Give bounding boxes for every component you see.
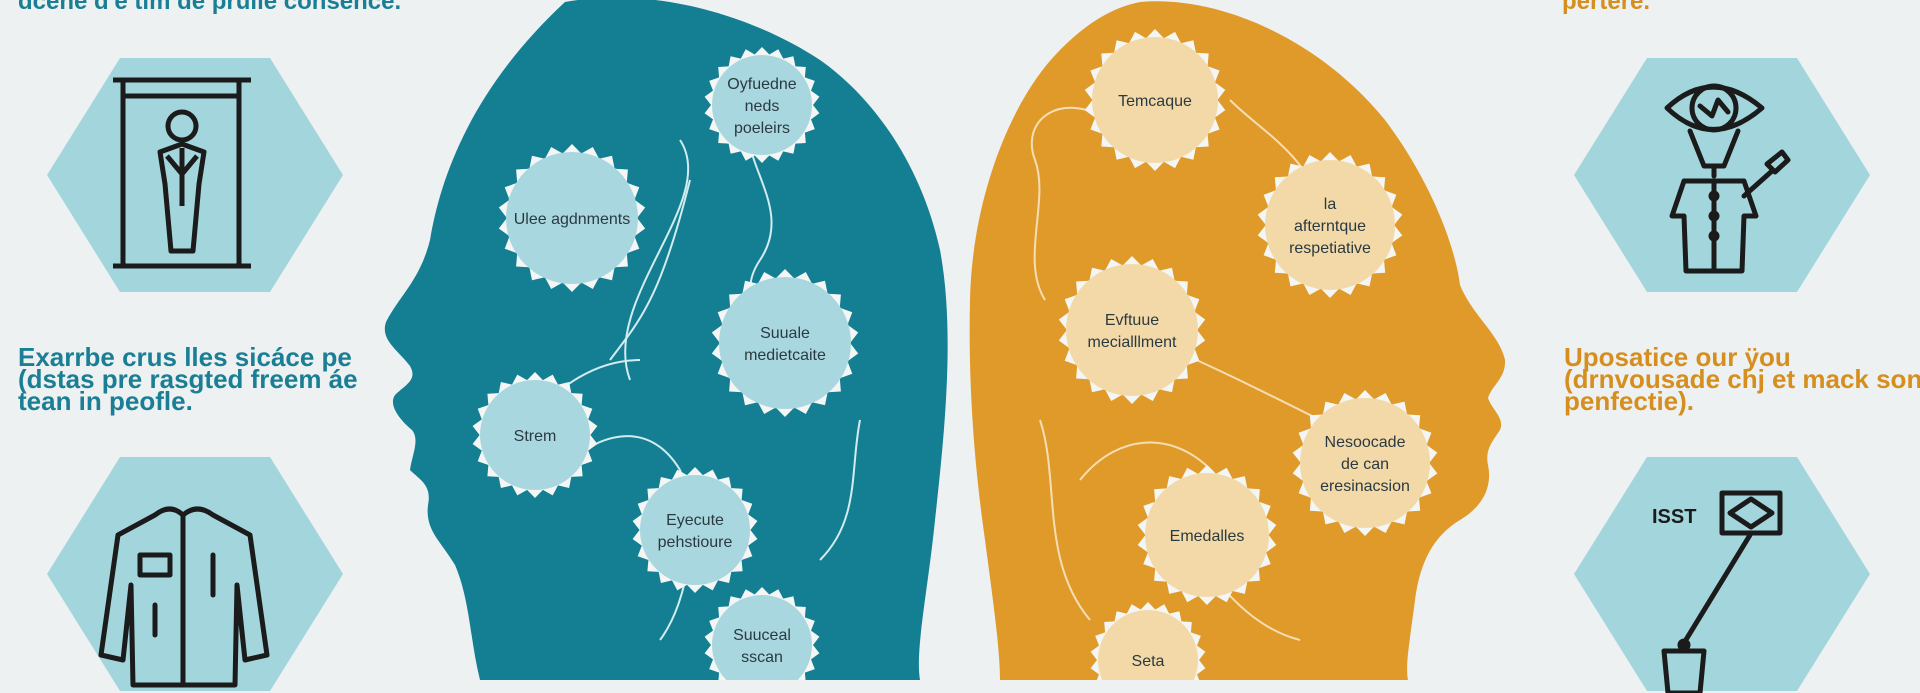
gear-label-line: pehstioure [658,534,733,551]
gear-label-line: medietcaite [744,347,826,364]
isst-sign-label: ISST [1652,506,1696,528]
gear-label-line: respetiative [1289,240,1371,257]
gear-face [719,277,851,409]
doorway-person-icon [113,77,251,269]
isst-sign-icon [1661,490,1783,693]
gear-face [1066,264,1198,396]
gear-face [640,475,750,585]
gear-face [712,55,812,155]
gear-label-line: Oyfuedne [727,76,796,93]
gear-label-line: Eyecute [666,512,724,529]
gear-label-line: mecialllment [1088,334,1177,351]
left-bottom-hexagon [45,455,345,693]
right-note-line: Uposatice our ÿou [1564,342,1791,372]
left-note-line: tean in peofle. [18,386,193,416]
gear-label-line: Strem [514,428,557,445]
gear-label-line: de can [1341,456,1389,473]
gear-face [480,380,590,490]
gear-label-line: Ulee agdnments [514,211,631,228]
eye-figure-icon [1664,83,1791,274]
right-top-caption: pertere. [1562,0,1651,15]
left-gear-6: Suuceal sscan [704,587,820,680]
gear-label-line: Suuale [760,325,810,342]
gear-label-line: Suuceal [733,627,791,644]
gear-face [1098,610,1198,680]
gear-face [1092,37,1218,163]
gear-label-line: neds [745,98,780,115]
gear-label-line: afterntque [1294,218,1366,235]
gear-label-line: Evftuue [1105,312,1159,329]
gear-label-line: poeleirs [734,120,790,137]
gear-label-line: la [1324,196,1337,213]
gear-label-line: Nesoocade [1325,434,1406,451]
right-top-hexagon [1572,56,1872,294]
right-gear-6: Seta [1090,602,1206,680]
left-top-hexagon [45,56,345,294]
right-note: Uposatice our ÿou (drnvousade chj et mac… [1564,342,1920,416]
left-gear-1: Oyfuedne neds poeleirs [704,47,820,163]
gear-face [1300,398,1430,528]
gear-label-line: Seta [1132,653,1165,670]
gear-face [712,595,812,680]
left-gear-3: Suuale medietcaite [711,269,859,417]
left-note-line: (dstas pre rasgted freem áe [18,364,358,394]
right-note-line: (drnvousade chj et mack son [1564,364,1920,394]
gear-label-line: sscan [741,649,783,666]
right-gear-1: Temcaque [1084,29,1226,171]
left-note: Exarrbe crus lles sicáce pe (dstas pre r… [18,342,358,416]
right-gear-4: Nesoocade de can eresinacsion [1292,390,1438,536]
right-bottom-hexagon: ISST [1572,455,1872,693]
left-gear-5: Eyecute pehstioure [632,467,758,593]
right-note-line: penfectie). [1564,386,1695,416]
gear-face [1145,473,1269,597]
gear-face [1265,160,1395,290]
gear-label-line: eresinacsion [1320,478,1410,495]
right-gear-3: Evftuue mecialllment [1058,256,1206,404]
right-gear-5: Emedalles [1137,465,1277,605]
gear-face [506,152,638,284]
left-note-line: Exarrbe crus lles sicáce pe [18,342,352,372]
left-gear-2: Ulee agdnments [498,144,646,292]
left-top-caption: dcene d'e tim de prulle consence. [18,0,402,15]
left-gear-4: Strem [472,372,598,498]
gear-label-line: Emedalles [1170,528,1245,545]
right-gear-2: la afterntque respetiative [1257,152,1403,298]
gear-label-line: Temcaque [1118,93,1192,110]
